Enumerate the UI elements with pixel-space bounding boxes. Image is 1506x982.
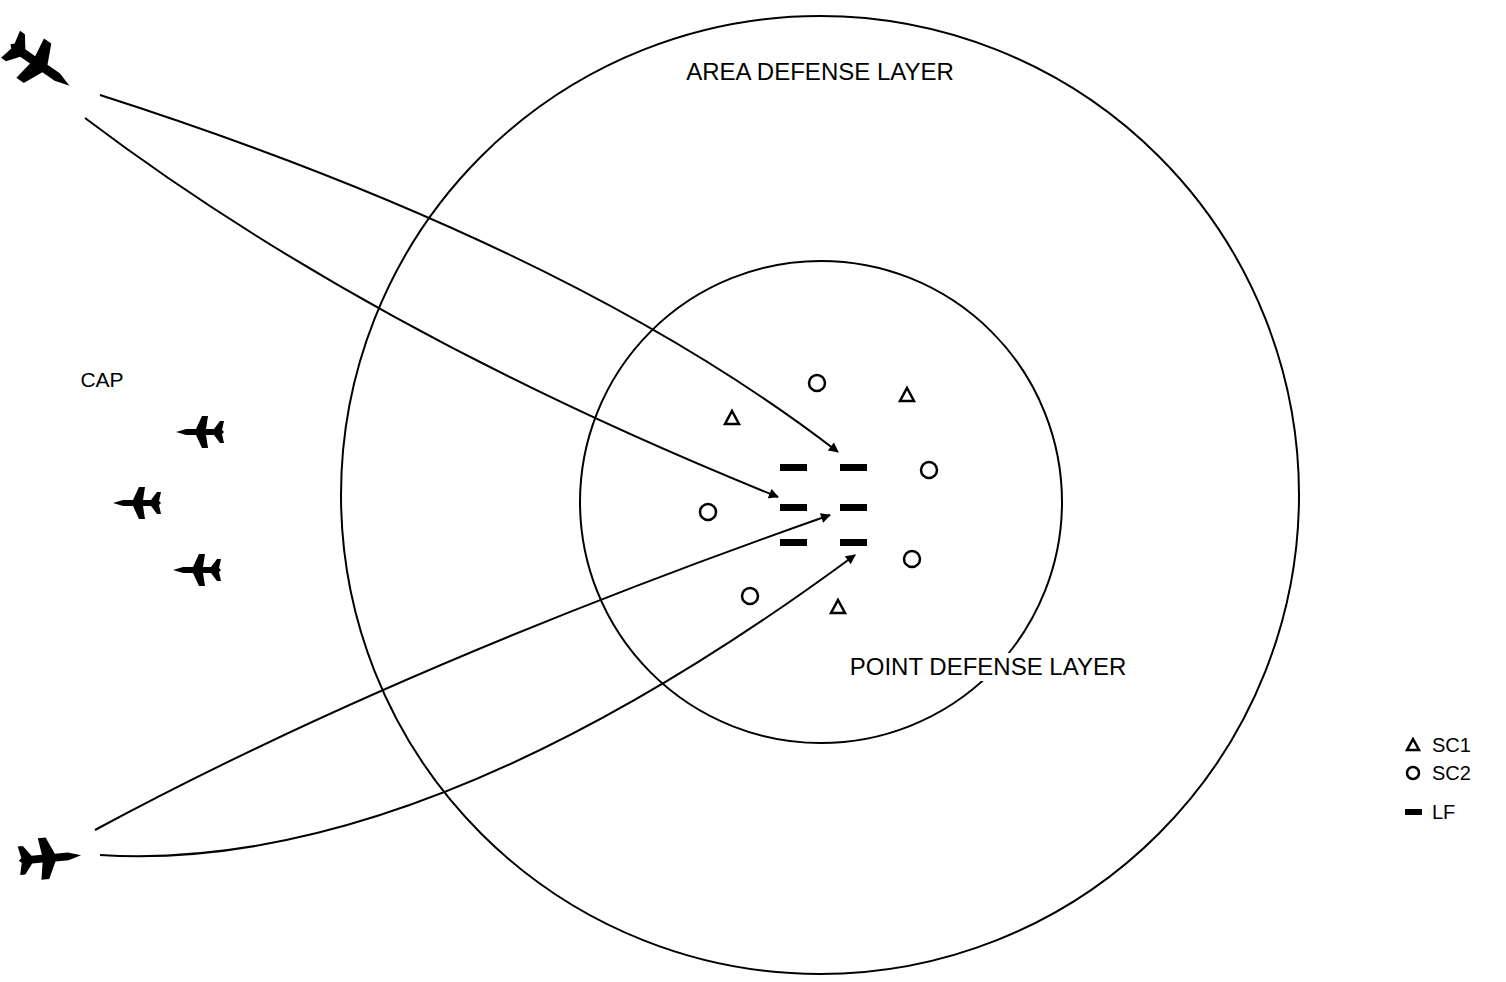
attack-paths bbox=[85, 95, 855, 856]
point-defense-circle: POINT DEFENSE LAYER bbox=[579, 260, 1063, 744]
legend-swatch bbox=[1404, 761, 1424, 785]
sc1-triangle bbox=[831, 600, 845, 613]
attacker-jet bbox=[17, 835, 83, 882]
attacker-jet bbox=[0, 25, 83, 106]
cap-jet bbox=[113, 487, 161, 519]
area-defense-circle: AREA DEFENSE LAYER POINT DEFENSE LAYER bbox=[340, 15, 1300, 975]
lf-dash bbox=[780, 539, 807, 546]
cap-jet bbox=[176, 416, 224, 448]
legend-text: SC1 bbox=[1432, 734, 1471, 756]
aircraft bbox=[0, 25, 224, 882]
layer-label: POINT DEFENSE LAYER bbox=[846, 653, 1131, 681]
lf-symbols bbox=[780, 464, 867, 546]
attack-arrow bbox=[95, 515, 830, 830]
legend-swatch bbox=[1404, 733, 1424, 757]
ship-symbols bbox=[700, 375, 937, 613]
cap-label: CAP bbox=[80, 368, 123, 391]
layer-label: AREA DEFENSE LAYER bbox=[682, 58, 958, 86]
layer-outline bbox=[340, 15, 1300, 975]
lf-dash bbox=[780, 504, 807, 511]
cap-jet bbox=[173, 554, 221, 586]
attack-arrow bbox=[85, 118, 778, 497]
layer-circle bbox=[341, 16, 1299, 974]
sc2-circle bbox=[809, 375, 825, 391]
lf-dash bbox=[840, 504, 867, 511]
sc1-triangle bbox=[900, 388, 914, 401]
sc2-circle bbox=[700, 504, 716, 520]
sc2-circle bbox=[921, 462, 937, 478]
lf-dash bbox=[840, 539, 867, 546]
sc2-circle bbox=[904, 551, 920, 567]
legend-text: SC2 bbox=[1432, 762, 1471, 784]
lf-dash bbox=[840, 464, 867, 471]
legend-swatch bbox=[1404, 800, 1424, 824]
lf-dash bbox=[780, 464, 807, 471]
attack-arrow bbox=[100, 95, 838, 452]
sc2-circle bbox=[742, 588, 758, 604]
sc1-triangle bbox=[725, 411, 739, 424]
attack-arrow bbox=[100, 555, 855, 856]
legend-text: LF bbox=[1432, 801, 1455, 823]
